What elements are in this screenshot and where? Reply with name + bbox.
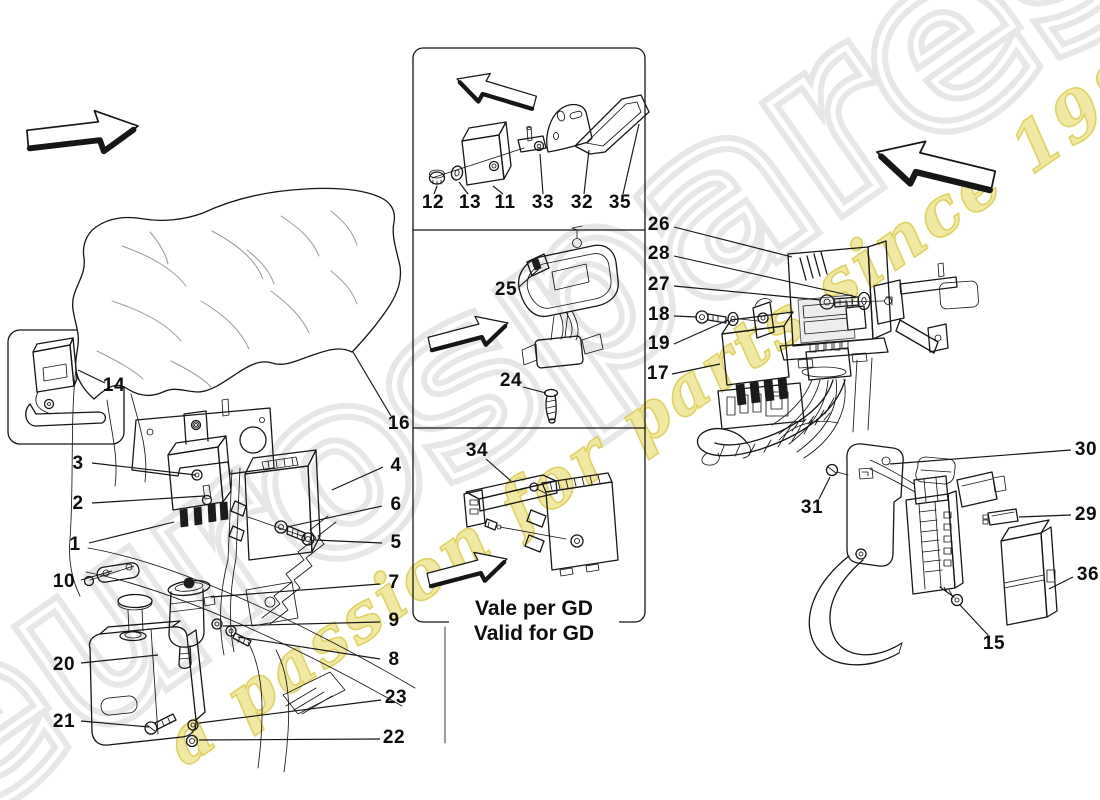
part-callout-29: 29 [1074, 504, 1098, 525]
part-callout-28: 28 [647, 243, 671, 264]
leader-line-35 [622, 123, 640, 195]
inset-ecu-14 [25, 337, 107, 427]
part-callout-36: 36 [1076, 564, 1100, 585]
part-callout-10: 10 [52, 571, 76, 592]
leader-line-16 [352, 351, 392, 417]
relay-assembly-1-2-3 [167, 410, 232, 528]
part-callout-13: 13 [458, 192, 482, 213]
body-structure [69, 367, 416, 773]
part-callout-9: 9 [388, 610, 400, 631]
leader-line-23 [198, 699, 382, 724]
leader-line-8 [237, 636, 381, 660]
part-callout-11: 11 [494, 192, 516, 213]
part-callout-24: 24 [499, 370, 523, 391]
leader-line-21 [80, 720, 150, 728]
part-callout-26: 26 [647, 214, 671, 235]
leader-line-6 [286, 505, 383, 528]
panel-middle-parts [518, 225, 619, 424]
part-callout-7: 7 [388, 572, 400, 593]
leader-line-36 [1048, 576, 1074, 590]
part-callout-8: 8 [388, 649, 400, 670]
leader-line-18 [673, 315, 698, 318]
part-callout-21: 21 [52, 711, 76, 732]
leader-line-27 [673, 285, 822, 301]
part-callout-32: 32 [570, 192, 594, 213]
leader-line-17 [671, 363, 721, 375]
relay-assembly-17 [695, 298, 852, 466]
part-callout-4: 4 [390, 455, 402, 476]
leader-line-31 [818, 476, 831, 500]
leader-line-11 [492, 185, 504, 195]
leader-line-5 [314, 539, 383, 544]
leader-line-24 [522, 386, 547, 394]
leader-line-29 [1018, 514, 1072, 518]
part-callout-25: 25 [494, 279, 518, 300]
leader-line-12 [433, 185, 438, 195]
gd-note-line1: Vale per GD [475, 597, 593, 620]
part-callout-23: 23 [384, 687, 408, 708]
part-callout-2: 2 [72, 493, 84, 514]
panel-top-parts [428, 94, 650, 186]
leader-line-22 [198, 738, 381, 741]
part-callout-33: 33 [531, 192, 555, 213]
part-callout-12: 12 [421, 192, 445, 213]
leader-line-4 [331, 466, 384, 491]
part-callout-17: 17 [646, 363, 670, 384]
part-callout-14: 14 [102, 375, 126, 396]
washer-tank-20 [88, 593, 252, 748]
panel-bottom-parts [463, 472, 619, 577]
leader-line-26 [673, 226, 793, 258]
part-callout-1: 1 [69, 534, 81, 555]
leader-line-3 [91, 462, 197, 476]
part-callout-3: 3 [72, 453, 84, 474]
leader-line-30 [889, 449, 1072, 465]
ecu-assembly-4-5-6 [228, 449, 321, 561]
leader-line-2 [91, 495, 205, 504]
part-callout-18: 18 [647, 304, 671, 325]
leader-line-10 [80, 570, 113, 581]
gd-note-line2: Valid for GD [473, 622, 595, 645]
part-callout-5: 5 [390, 532, 402, 553]
part-callout-15: 15 [982, 633, 1006, 654]
leader-line-1 [88, 521, 175, 544]
leader-line-25 [518, 268, 540, 288]
part-callout-20: 20 [52, 654, 76, 675]
part-callout-31: 31 [800, 497, 824, 518]
part-callout-35: 35 [608, 192, 632, 213]
gd-note: Vale per GD Valid for GD [449, 596, 619, 646]
leader-line-15 [959, 604, 989, 636]
part-callout-34: 34 [465, 440, 489, 461]
leader-line-19 [673, 319, 729, 345]
leader-line-32 [583, 149, 590, 195]
part-callout-22: 22 [382, 727, 406, 748]
cloth-cover [72, 187, 402, 487]
part-callout-19: 19 [647, 333, 671, 354]
leader-line-9 [222, 621, 381, 627]
leader-line-7 [210, 583, 381, 598]
fusebox-assembly [808, 443, 1058, 666]
leader-line-34 [485, 458, 512, 482]
leader-line-28 [673, 255, 858, 298]
part-callout-27: 27 [647, 274, 671, 295]
leader-line-13 [458, 181, 469, 195]
pump-7 [167, 577, 216, 670]
leader-line-33 [539, 153, 544, 195]
part-callout-30: 30 [1074, 439, 1098, 460]
part-callout-16: 16 [387, 413, 411, 434]
part-callout-6: 6 [390, 494, 402, 515]
leader-line-14 [77, 369, 106, 384]
leader-line-20 [80, 654, 159, 664]
